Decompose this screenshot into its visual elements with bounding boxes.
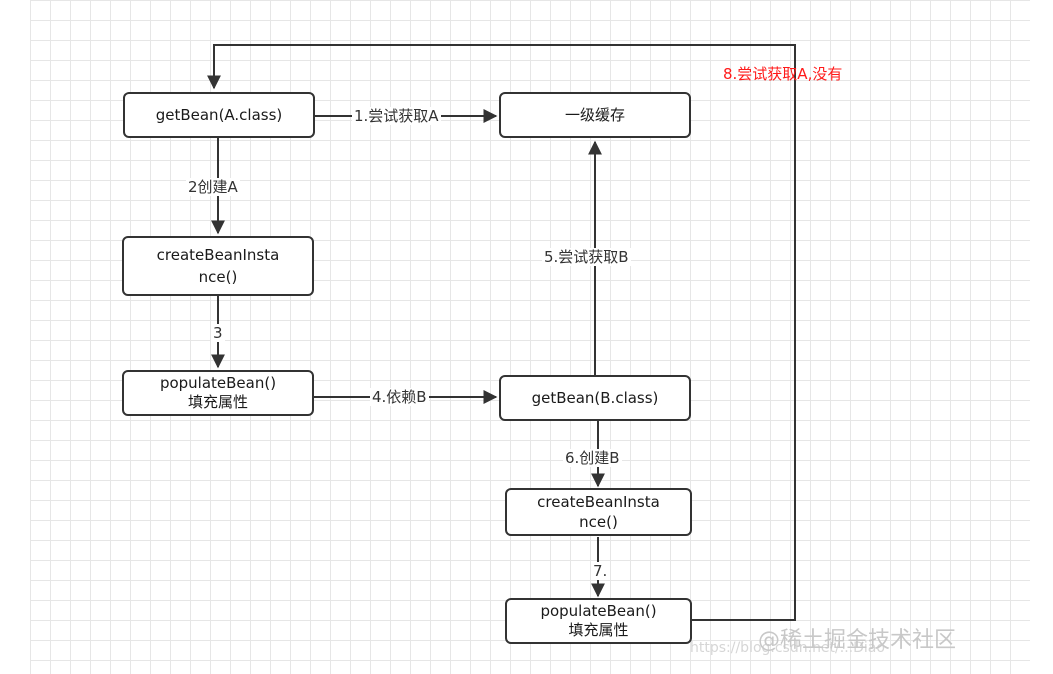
node-create-a-line1: createBeanInsta — [156, 246, 280, 264]
edge-1-label: 1.尝试获取A — [352, 107, 441, 125]
edge-8-line — [207, 44, 796, 621]
edge-7-label: 7. — [591, 562, 610, 580]
edge-4-label: 4.依赖B — [370, 388, 429, 406]
node-getbean-a: getBean(A.class) — [123, 92, 315, 138]
node-create-b-line1: createBeanInsta — [537, 493, 660, 511]
node-populate-b-line2: 填充属性 — [568, 621, 629, 639]
edge-2-label: 2创建A — [186, 178, 240, 196]
node-getbean-a-label: getBean(A.class) — [155, 106, 283, 124]
node-create-a-line2: nce() — [198, 268, 238, 286]
edge-8-label: 8.尝试获取A,没有 — [723, 65, 843, 83]
node-create-bean-instance-a: createBeanInsta nce() — [122, 236, 314, 296]
watermark-url: https://blog.csdn.net/...Diao — [690, 640, 885, 656]
edge-3-label: 3 — [211, 324, 225, 342]
edge-6-label: 6.创建B — [563, 449, 622, 467]
node-populate-bean-b: populateBean() 填充属性 — [505, 598, 692, 644]
node-level1-cache-label: 一级缓存 — [564, 106, 625, 124]
node-populate-b-line1: populateBean() — [540, 602, 657, 620]
node-populate-bean-a: populateBean() 填充属性 — [122, 370, 314, 416]
node-populate-a-line2: 填充属性 — [187, 393, 248, 411]
node-create-bean-instance-b: createBeanInsta nce() — [505, 488, 692, 536]
watermark-text: @稀土掘金技术社区 — [758, 628, 957, 653]
node-create-b-line2: nce() — [579, 513, 618, 531]
diagram-canvas: getBean(A.class) 一级缓存 createBeanInsta nc… — [30, 0, 1030, 674]
node-populate-a-line1: populateBean() — [159, 374, 277, 392]
node-level1-cache: 一级缓存 — [499, 92, 691, 138]
node-getbean-b-label: getBean(B.class) — [531, 389, 659, 407]
node-getbean-b: getBean(B.class) — [499, 375, 691, 421]
edge-5-label: 5.尝试获取B — [542, 248, 631, 266]
